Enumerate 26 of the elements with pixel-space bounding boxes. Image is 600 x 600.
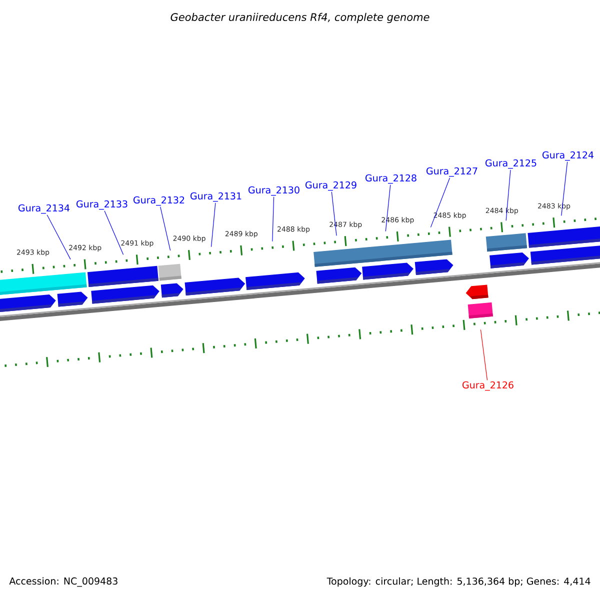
leader-line — [104, 210, 124, 255]
gene-label: Gura_2127 — [426, 167, 478, 177]
tick-ruler — [4, 310, 600, 368]
leader-line — [272, 196, 274, 242]
tick-ruler — [0, 218, 597, 274]
gene-label: Gura_2134 — [18, 204, 70, 214]
gene-label: Gura_2125 — [486, 159, 536, 169]
title: Geobacter uraniireducens Rf4, complete genome — [170, 12, 430, 24]
footer-text: Accession: NC_009483 — [9, 577, 118, 587]
leader-line — [385, 184, 391, 232]
gene-label: Gura_2130 — [248, 186, 300, 196]
gene-label: Gura_2132 — [134, 196, 184, 206]
gene-label: Gura_2128 — [366, 174, 416, 184]
leader-line — [331, 192, 337, 236]
leader-line — [506, 170, 511, 221]
leader-line — [210, 202, 216, 248]
gene-label: Gura_2129 — [306, 181, 356, 191]
leader-line — [430, 178, 450, 228]
leader-line — [160, 206, 171, 251]
gene-label: Gura_2126 — [462, 381, 514, 391]
leader-line — [46, 214, 71, 260]
leader-line — [480, 329, 488, 380]
gene-label: Gura_2131 — [190, 192, 242, 202]
gene-label: Gura_2133 — [76, 200, 128, 210]
gene-label: Gura_2124 — [542, 151, 594, 161]
footer-text: Topology: circular; Length: 5,136,364 bp; Genes: 4,414 — [326, 577, 590, 587]
